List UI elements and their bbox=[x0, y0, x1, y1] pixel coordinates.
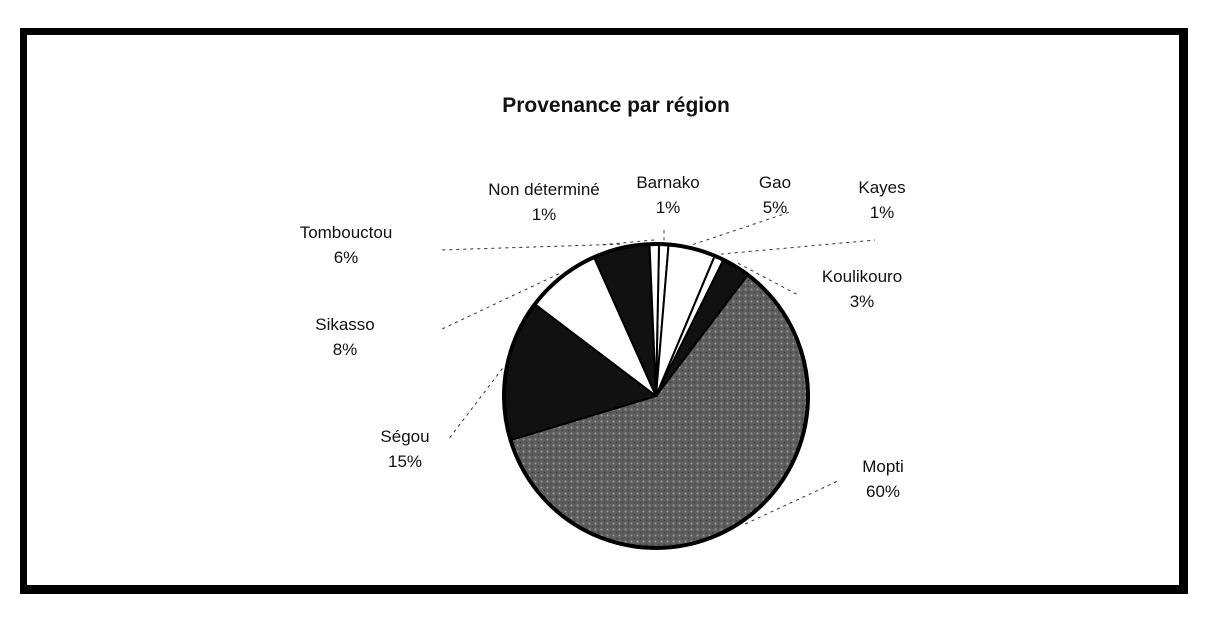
slice-label-gao: Gao bbox=[759, 173, 791, 192]
chart-title: Provenance par région bbox=[502, 94, 730, 117]
slice-label-mopti: Mopti bbox=[862, 457, 904, 476]
slice-value-mopti: 60% bbox=[866, 482, 900, 501]
leader-line-segou bbox=[447, 368, 503, 441]
slice-value-non-determine: 1% bbox=[532, 205, 557, 224]
slice-value-sikasso: 8% bbox=[333, 340, 358, 359]
slice-label-tombouctou: Tombouctou bbox=[300, 223, 393, 242]
slice-value-tombouctou: 6% bbox=[334, 248, 359, 267]
slice-value-barnako: 1% bbox=[656, 198, 681, 217]
leader-line-gao bbox=[692, 211, 791, 245]
slice-label-segou: Ségou bbox=[380, 427, 429, 446]
leader-line-kayes bbox=[720, 239, 876, 255]
leader-line-koulikouro bbox=[737, 262, 801, 297]
pie-outline bbox=[502, 242, 810, 550]
slice-label-barnako: Barnako bbox=[636, 173, 699, 192]
slice-label-kayes: Kayes bbox=[858, 178, 905, 197]
leader-line-tombouctou bbox=[439, 243, 621, 251]
slice-value-koulikouro: 3% bbox=[850, 292, 875, 311]
leader-line-non-determine bbox=[599, 239, 655, 246]
slice-label-non-determine: Non déterminé bbox=[488, 180, 600, 199]
slice-value-gao: 5% bbox=[763, 198, 788, 217]
slice-value-segou: 15% bbox=[388, 452, 422, 471]
slice-label-koulikouro: Koulikouro bbox=[822, 267, 902, 286]
leader-line-sikasso bbox=[439, 273, 560, 331]
slice-value-kayes: 1% bbox=[870, 203, 895, 222]
slice-label-sikasso: Sikasso bbox=[315, 315, 375, 334]
